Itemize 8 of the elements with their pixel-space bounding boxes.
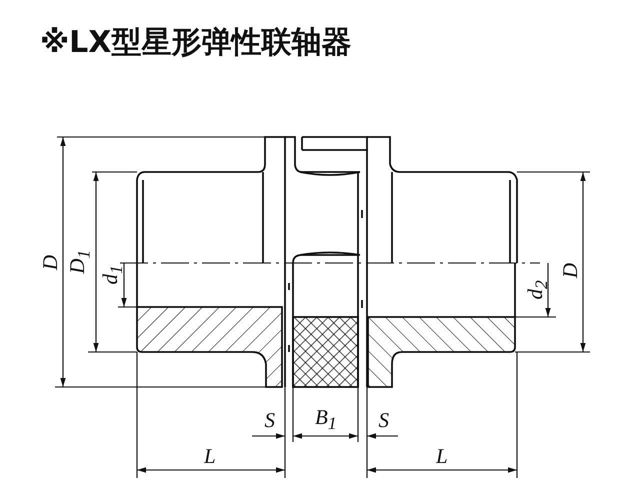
dimension-label: D [40,254,61,270]
dimension-label: L [204,446,216,466]
dimension-label: B$_{1}$ [315,407,337,433]
dimension-label: D [560,262,581,278]
title: ※LX型星形弹性联轴器 [40,24,352,62]
dimension-label: L [436,446,448,466]
dimension-label: S [378,410,389,430]
dimension-label: S [264,410,275,430]
